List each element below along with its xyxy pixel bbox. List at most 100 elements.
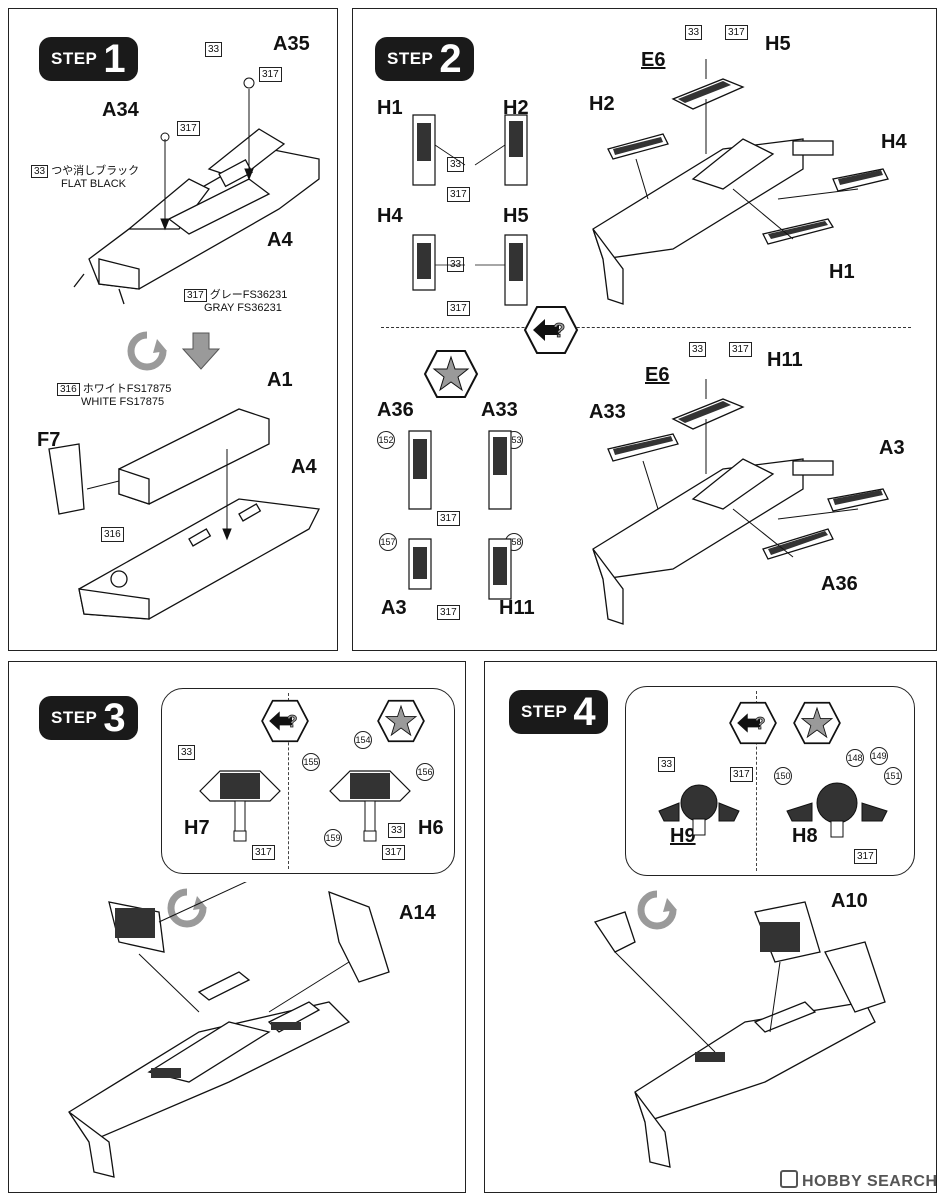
label-h1: H1 (829, 261, 855, 283)
assembly-lower-drawing (592, 379, 889, 625)
label-h5: H5 (765, 33, 791, 55)
step3-panel: STEP 3 ? 33 H7 317 154 155 156 159 33 H6… (8, 661, 466, 1193)
detail-bubble: ? 33 317 H9 148 149 150 151 H8 317 (625, 686, 915, 876)
option-choice-icon: ? (523, 306, 579, 354)
label-h5: H5 (503, 205, 529, 227)
option-choice-icon: ? (729, 701, 777, 745)
label-h4: H4 (377, 205, 403, 227)
decal-number: 159 (324, 829, 342, 847)
decal-number: 149 (870, 747, 888, 765)
label-h7: H7 (184, 817, 210, 839)
decal-number: 157 (379, 533, 397, 551)
step2-panel: STEP 2 H1 H2 H4 H5 33 317 33 317 33 317 … (352, 8, 937, 651)
star-option-icon (377, 699, 425, 743)
assembly-upper-drawing (592, 59, 889, 305)
label-h11: H11 (767, 349, 803, 371)
console-h9-drawing (658, 784, 740, 836)
label-a4: A4 (267, 229, 293, 251)
paint-code: 317 (729, 342, 752, 357)
step3-assembly-drawing (68, 882, 390, 1178)
down-arrow-icon (181, 332, 221, 370)
paint-code: 33 (447, 257, 465, 272)
label-a33: A33 (481, 399, 518, 421)
step1-badge: STEP 1 (39, 37, 138, 81)
label-h2: H2 (503, 97, 529, 119)
paint-code: 33 (689, 342, 707, 357)
rotate-icon (637, 890, 677, 930)
label-a14: A14 (399, 902, 436, 924)
step1-panel: STEP 1 A35 33 317 A34 317 33 つや消しブラック FL… (8, 8, 338, 651)
divider-dashed (756, 691, 757, 871)
divider-dashed (381, 327, 911, 328)
option-choice-icon: ? (261, 699, 309, 743)
rotate-icon (127, 331, 167, 371)
panel-parts-a-drawing (408, 430, 512, 600)
decal-number: 150 (774, 767, 792, 785)
paint-code: 317 (447, 187, 470, 202)
cockpit-tub-drawing (73, 77, 320, 305)
paint-code: 317 (259, 67, 282, 82)
tub-floor-drawing (48, 408, 320, 620)
console-h8-drawing (786, 782, 888, 838)
label-f7: F7 (37, 429, 61, 451)
paint-code: 317 (252, 845, 275, 860)
decal-number: 156 (416, 763, 434, 781)
paint-code: 33 (205, 42, 223, 57)
svg-text:?: ? (755, 713, 766, 733)
paint-code: 33 (658, 757, 676, 772)
paint-code: 317 (725, 25, 748, 40)
white-note: 316 ホワイトFS17875 WHITE FS17875 (57, 383, 171, 409)
decal-number: 154 (354, 731, 372, 749)
paint-code: 317 (382, 845, 405, 860)
watermark-logo-icon (780, 1170, 798, 1188)
svg-text:?: ? (553, 320, 565, 342)
paint-code: 317 (447, 301, 470, 316)
label-a10: A10 (831, 890, 868, 912)
label-h9: H9 (670, 825, 696, 847)
decal-number: 148 (846, 749, 864, 767)
label-h1: H1 (377, 97, 403, 119)
step3-badge: STEP 3 (39, 696, 138, 740)
paint-code: 317 (854, 849, 877, 864)
label-e6: E6 (641, 49, 666, 71)
star-option-icon (793, 701, 841, 745)
svg-text:?: ? (287, 711, 298, 731)
watermark: HOBBY SEARCH (780, 1170, 938, 1191)
label-h2: H2 (589, 93, 615, 115)
label-a4: A4 (291, 456, 317, 478)
detail-bubble: ? 33 H7 317 154 155 156 159 33 H6 317 (161, 688, 455, 874)
paint-code: 317 (730, 767, 753, 782)
star-option-icon (423, 350, 479, 398)
label-a34: A34 (102, 99, 139, 121)
label-h6: H6 (418, 817, 444, 839)
label-h4: H4 (881, 131, 907, 153)
decal-number: 151 (884, 767, 902, 785)
paint-code: 33 (685, 25, 703, 40)
gray-note: 317 グレーFS36231 GRAY FS36231 (184, 289, 287, 315)
label-a33: A33 (589, 401, 626, 423)
step2-badge: STEP 2 (375, 37, 474, 81)
step4-badge: STEP 4 (509, 690, 608, 734)
label-a36: A36 (377, 399, 414, 421)
instrument-panel-h7-drawing (199, 770, 281, 842)
label-a3: A3 (879, 437, 905, 459)
instrument-panel-h6-drawing (329, 770, 411, 842)
label-e6: E6 (645, 364, 670, 386)
paint-code: 33 (178, 745, 196, 760)
panel-parts-h-drawing (412, 114, 528, 306)
flat-black-note: 33 つや消しブラック FLAT BLACK (31, 165, 139, 191)
paint-code: 317 (177, 121, 200, 136)
label-a35: A35 (273, 33, 310, 55)
divider-dashed (288, 693, 289, 869)
paint-code: 317 (437, 511, 460, 526)
paint-code: 33 (388, 823, 406, 838)
step4-panel: STEP 4 ? 33 317 H9 148 149 150 151 H8 31… (484, 661, 937, 1193)
label-a36: A36 (821, 573, 858, 595)
label-h8: H8 (792, 825, 818, 847)
step4-assembly-drawing (593, 901, 886, 1168)
decal-number: 152 (377, 431, 395, 449)
paint-code: 316 (101, 527, 124, 542)
label-a3: A3 (381, 597, 407, 619)
label-a1: A1 (267, 369, 293, 391)
paint-code: 317 (437, 605, 460, 620)
